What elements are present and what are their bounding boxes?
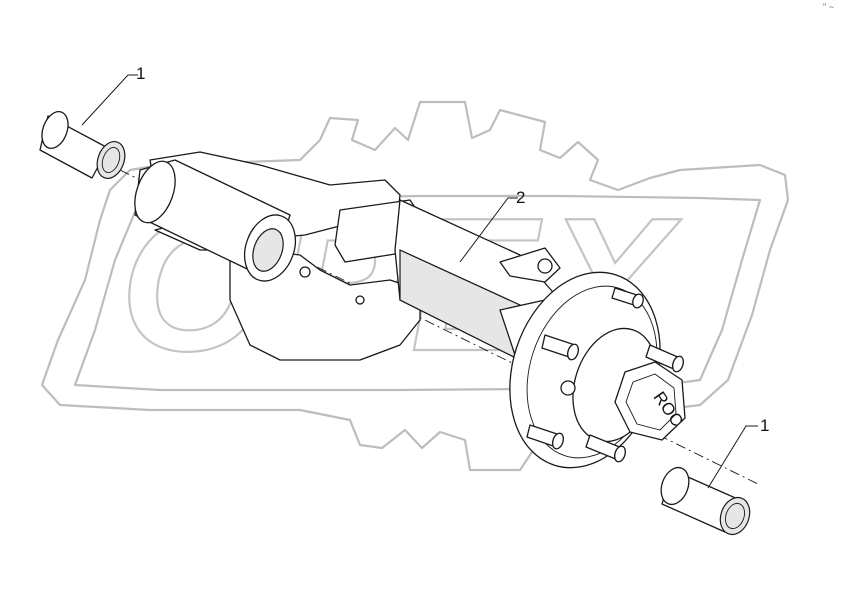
corner-mark: " ~	[823, 2, 834, 12]
bushing-left	[39, 111, 126, 179]
callout-1-top: 1	[81, 64, 145, 126]
callout-1-bottom: 1	[707, 416, 769, 489]
watermark-gear-inner	[73, 194, 762, 392]
hub-cap	[614, 361, 686, 441]
callout-label: 1	[136, 64, 145, 83]
callout-2: 2	[459, 188, 525, 263]
wheel-hub: ROC	[509, 271, 687, 469]
callout-label: 1	[760, 416, 769, 435]
grease-nipple	[560, 380, 576, 396]
callout-label: 2	[516, 188, 525, 207]
wheel-studs	[526, 287, 685, 463]
bushing-right	[660, 466, 751, 536]
